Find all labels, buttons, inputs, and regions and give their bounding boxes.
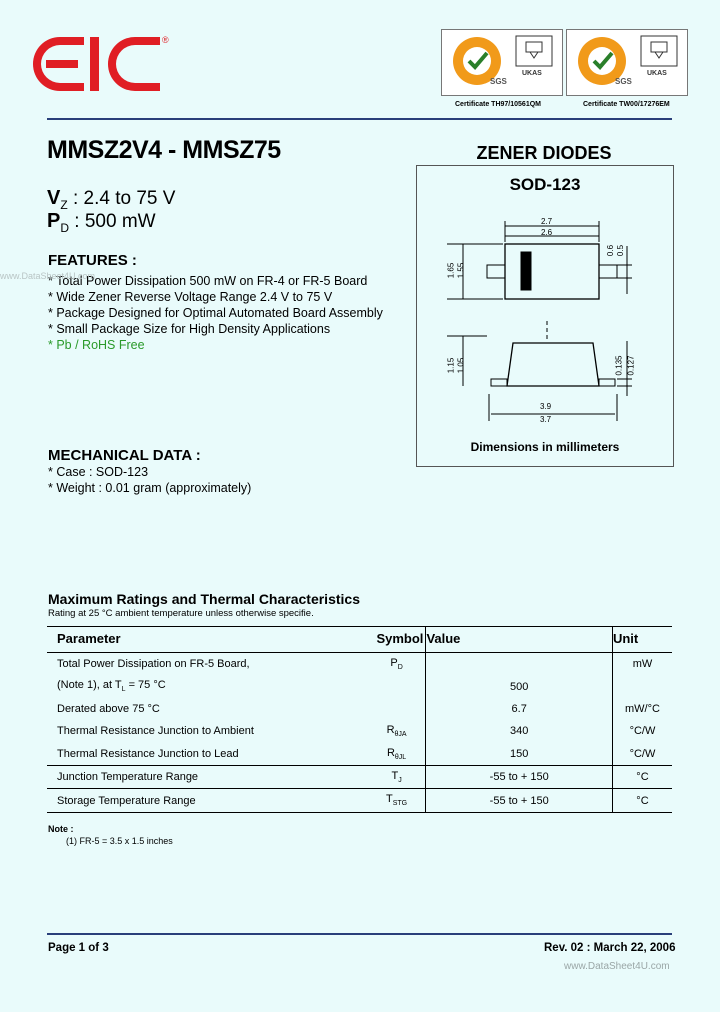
dim-lead-thickness-max: 0.135: [614, 355, 624, 376]
row-value: -55 to + 150: [425, 765, 613, 789]
dim-body-height-min: 1.05: [456, 357, 466, 374]
dim-width-top-max: 2.7: [541, 217, 553, 226]
dim-lead-min: 0.5: [616, 244, 626, 257]
certificate-label-2: Certificate TW00/17276EM: [583, 101, 670, 108]
table-row: Thermal Resistance Junction to Lead RθJL…: [47, 742, 672, 766]
note-heading: Note :: [48, 824, 74, 834]
row-unit: °C/W: [629, 725, 656, 738]
dim-width-bottom-max: 3.9: [540, 402, 552, 411]
row-parameter: Thermal Resistance Junction to Lead: [57, 747, 239, 760]
svg-text:®: ®: [162, 35, 169, 45]
table-row: Total Power Dissipation on FR-5 Board, P…: [47, 652, 672, 676]
row-symbol: TJ: [367, 765, 427, 789]
package-diagram-box: SOD-123 2.7 2.6 1.65 1.55 0.6 0.5 1.15 1…: [416, 165, 674, 467]
package-outline-drawing: [447, 221, 632, 421]
table-row: (Note 1), at TL = 75 °C 500: [47, 675, 672, 698]
part-number-title: MMSZ2V4 - MMSZ75: [47, 136, 281, 164]
pd-value: : 500 mW: [74, 211, 156, 232]
watermark: www.DataSheet4U.com: [564, 961, 670, 972]
certification-badge-1: SGS UKAS: [441, 29, 563, 96]
note-text: (1) FR-5 = 3.5 x 1.5 inches: [66, 836, 173, 846]
feature-item: * Small Package Size for High Density Ap…: [48, 322, 331, 336]
ukas-label-2: UKAS: [647, 70, 667, 77]
row-value: [425, 652, 613, 676]
col-header-parameter: Parameter: [57, 631, 121, 646]
row-unit: °C: [636, 771, 649, 784]
row-parameter: Derated above 75 °C: [57, 702, 160, 715]
row-parameter: Thermal Resistance Junction to Ambient: [57, 725, 254, 738]
vz-symbol: V: [47, 187, 61, 209]
row-unit: mW: [632, 658, 653, 671]
row-symbol: RθJL: [367, 742, 427, 766]
dim-lead-thickness-min: 0.127: [626, 355, 636, 376]
vz-subscript: Z: [60, 197, 68, 212]
dim-width-top-min: 2.6: [541, 228, 553, 237]
row-parameter: (Note 1), at TL = 75 °C: [57, 679, 166, 694]
vz-value: : 2.4 to 75 V: [72, 188, 176, 209]
row-parameter: Storage Temperature Range: [57, 794, 196, 807]
eic-logo: ®: [32, 35, 169, 91]
revision-date: Rev. 02 : March 22, 2006: [544, 942, 676, 954]
header-rule: [47, 118, 672, 120]
dim-body-height-max: 1.15: [446, 357, 456, 374]
certification-badge-2: SGS UKAS: [566, 29, 688, 96]
ukas-label-1: UKAS: [522, 70, 542, 77]
mechanical-item: * Weight : 0.01 gram (approximately): [48, 481, 252, 495]
product-category-title: ZENER DIODES: [476, 143, 612, 163]
row-value: 6.7: [425, 697, 613, 721]
zener-voltage-spec: VZ : 2.4 to 75 V: [47, 187, 175, 212]
power-dissipation-spec: PD : 500 mW: [47, 210, 156, 235]
feature-item: * Wide Zener Reverse Voltage Range 2.4 V…: [48, 290, 333, 304]
row-symbol: PD: [367, 652, 427, 676]
row-unit: mW/°C: [625, 702, 660, 715]
row-value: 340: [425, 720, 613, 743]
ratings-table: Parameter Symbol Value Unit Total Power …: [47, 626, 672, 813]
feature-item: * Total Power Dissipation 500 mW on FR-4…: [48, 274, 368, 288]
row-unit: [612, 675, 672, 697]
row-parameter: Total Power Dissipation on FR-5 Board,: [57, 658, 250, 671]
feature-item-rohs: * Pb / RoHS Free: [48, 338, 145, 352]
row-symbol: RθJA: [367, 720, 427, 743]
row-unit: °C/W: [629, 747, 656, 760]
col-header-symbol: Symbol: [367, 626, 427, 653]
row-symbol: [367, 675, 427, 698]
row-symbol: [367, 697, 427, 721]
dim-lead-max: 0.6: [606, 244, 616, 257]
row-value: 500: [425, 675, 613, 698]
table-row: Derated above 75 °C 6.7 mW/°C: [47, 697, 672, 721]
certificate-label-1: Certificate TH97/10561QM: [455, 101, 541, 108]
row-parameter: Junction Temperature Range: [57, 771, 199, 784]
watermark: www.DataSheet4U.com: [0, 271, 96, 281]
col-header-value: Value: [425, 626, 613, 653]
row-unit: °C: [636, 794, 649, 807]
feature-item: * Package Designed for Optimal Automated…: [48, 306, 383, 320]
table-row: Thermal Resistance Junction to Ambient R…: [47, 720, 672, 743]
dim-height-max: 1.65: [446, 262, 456, 279]
row-symbol: TSTG: [367, 788, 427, 813]
pd-subscript: D: [60, 220, 70, 235]
table-row: Junction Temperature Range TJ -55 to + 1…: [47, 765, 672, 789]
dim-height-min: 1.55: [456, 262, 466, 279]
features-heading: FEATURES :: [48, 252, 137, 269]
package-name: SOD-123: [509, 175, 581, 194]
col-header-unit: Unit: [612, 631, 639, 646]
sgs-seal-2: SGS: [615, 77, 633, 86]
row-value: -55 to + 150: [425, 788, 613, 813]
mechanical-heading: MECHANICAL DATA :: [48, 447, 201, 464]
sgs-seal-1: SGS: [490, 77, 508, 86]
ratings-subheading: Rating at 25 °C ambient temperature unle…: [48, 608, 314, 619]
row-value: 150: [425, 742, 613, 766]
mechanical-item: * Case : SOD-123: [48, 465, 149, 479]
diagram-caption: Dimensions in millimeters: [470, 440, 620, 454]
ratings-heading: Maximum Ratings and Thermal Characterist…: [48, 591, 360, 607]
dim-width-bottom-min: 3.7: [540, 415, 552, 424]
pd-symbol: P: [47, 210, 61, 232]
table-row: Storage Temperature Range TSTG -55 to + …: [47, 788, 672, 813]
page-number: Page 1 of 3: [48, 942, 109, 954]
footer-rule: [47, 933, 672, 935]
